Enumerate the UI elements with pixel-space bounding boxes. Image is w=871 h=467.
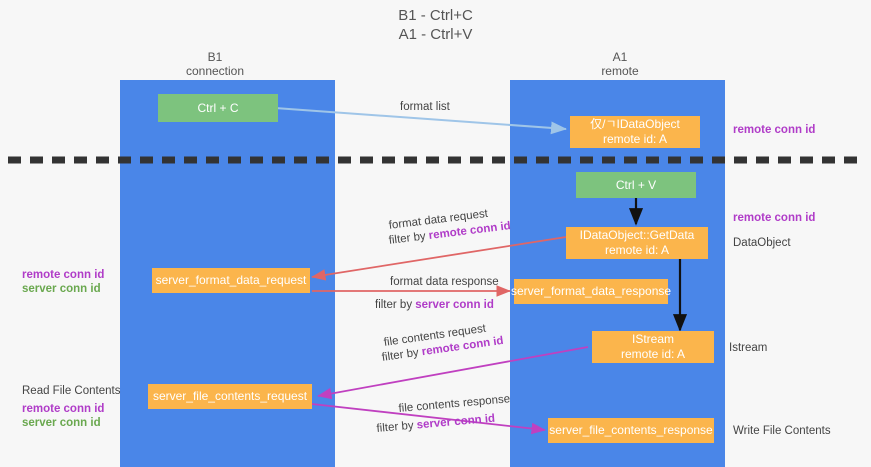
box-server-file-contents-response-label: server_file_contents_response: [549, 423, 713, 437]
box-istream-line2: remote id: A: [620, 347, 686, 361]
column-header-b1-sub: connection: [185, 64, 245, 78]
left-label-read-file-contents: Read File Contents: [22, 385, 121, 397]
box-server-format-data-response[interactable]: server_format_data_response: [510, 279, 672, 304]
box-ctrl-c-label: Ctrl + C: [197, 100, 239, 115]
box-istream-line1: IStream: [631, 332, 674, 346]
box-ctrl-v-label: Ctrl + V: [615, 177, 657, 192]
box-server-file-contents-response[interactable]: server_file_contents_response: [548, 418, 714, 443]
box-idataobject-remote[interactable]: 仅/ㄱIDataObject remote id: A: [570, 116, 700, 148]
column-header-a1: A1 remote: [560, 50, 680, 78]
right-label-istream: Istream: [729, 342, 768, 354]
caption-format-list: format list: [400, 101, 450, 113]
left-label-server-conn-id-2: server conn id: [22, 417, 101, 429]
left-label-remote-conn-id-2: remote conn id: [22, 403, 105, 415]
box-idataobject-remote-line1: 仅/ㄱIDataObject: [590, 117, 680, 131]
right-label-remote-conn-id-top: remote conn id: [733, 124, 816, 136]
box-server-format-data-request[interactable]: server_format_data_request: [152, 268, 310, 293]
column-header-a1-name: A1: [612, 50, 628, 64]
caption-file-contents-response-filter-key: server conn id: [416, 412, 496, 432]
box-getdata-line1: IDataObject::GetData: [579, 228, 695, 242]
box-ctrl-c[interactable]: Ctrl + C: [158, 94, 278, 122]
box-getdata-line2: remote id: A: [604, 243, 670, 257]
caption-format-data-response-filter-key: server conn id: [415, 299, 494, 311]
title-line-2: A1 - Ctrl+V: [398, 26, 473, 43]
caption-format-data-response: format data response: [390, 276, 499, 288]
left-label-server-conn-id-1: server conn id: [22, 283, 101, 295]
box-server-format-data-response-label: server_format_data_response: [510, 284, 672, 298]
left-label-remote-conn-id-1: remote conn id: [22, 269, 105, 281]
column-header-b1: B1 connection: [155, 50, 275, 78]
box-server-file-contents-request-label: server_file_contents_request: [152, 389, 308, 403]
box-idataobject-getdata[interactable]: IDataObject::GetData remote id: A: [566, 227, 708, 259]
title-line-1: B1 - Ctrl+C: [398, 7, 473, 24]
caption-file-contents-response-filter-prefix: filter by: [376, 419, 418, 435]
box-ctrl-v[interactable]: Ctrl + V: [576, 172, 696, 198]
caption-file-contents-response-filter: filter by server conn id: [376, 412, 496, 437]
caption-format-data-request-filter-prefix: filter by: [388, 230, 430, 247]
box-istream[interactable]: IStream remote id: A: [592, 331, 714, 363]
box-server-file-contents-request[interactable]: server_file_contents_request: [148, 384, 312, 409]
right-label-remote-conn-id-mid: remote conn id: [733, 212, 816, 224]
box-idataobject-remote-line2: remote id: A: [602, 132, 668, 146]
box-server-format-data-request-label: server_format_data_request: [155, 273, 307, 287]
caption-format-data-response-filter-prefix: filter by: [375, 299, 416, 311]
caption-format-data-response-filter: filter by server conn id: [375, 298, 494, 313]
diagram-title: B1 - Ctrl+C A1 - Ctrl+V: [0, 6, 871, 44]
caption-file-contents-request-filter-prefix: filter by: [381, 346, 423, 364]
column-header-a1-sub: remote: [601, 64, 639, 78]
right-label-dataobject: DataObject: [733, 237, 791, 249]
column-header-b1-name: B1: [207, 50, 223, 64]
right-label-write-file-contents: Write File Contents: [733, 425, 831, 437]
